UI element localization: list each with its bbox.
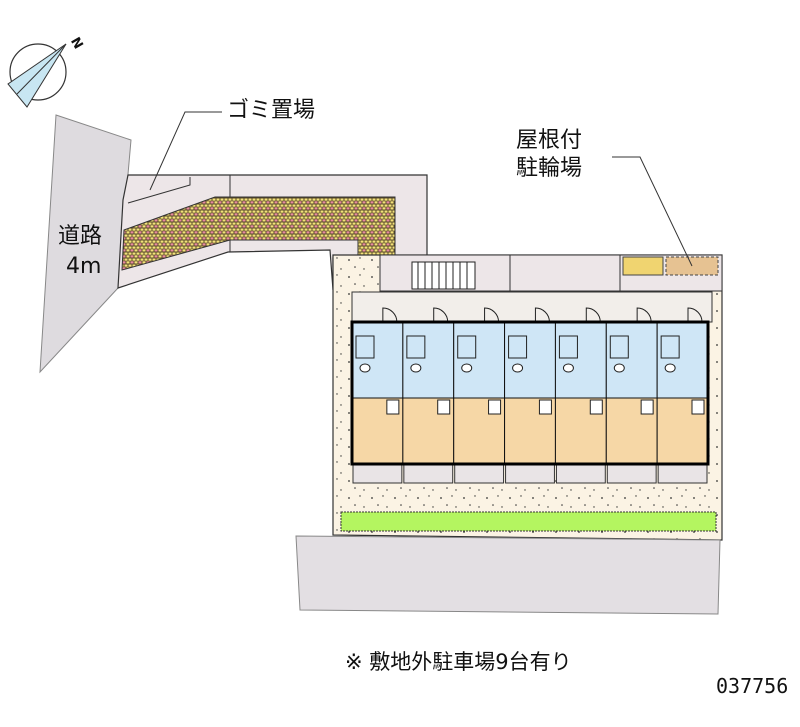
staircase <box>411 261 476 290</box>
unit-window-icon <box>640 399 654 415</box>
unit-door-icon <box>534 307 550 323</box>
unit-kitchen <box>660 335 680 359</box>
unit-toilet <box>410 363 422 373</box>
unit-window-icon <box>538 399 552 415</box>
lower-road <box>295 535 721 615</box>
unit-window-icon <box>691 399 705 415</box>
road-label-line2: 4m <box>66 254 102 279</box>
garbage-leader-line <box>149 111 222 191</box>
bike-parking-label-line2: 駐輪場 <box>516 156 583 181</box>
unit-window-icon <box>589 399 603 415</box>
road-label-line1: 道路 <box>58 224 103 249</box>
unit-window-icon <box>386 399 400 415</box>
unit-toilet <box>613 363 625 373</box>
north-label: N <box>67 35 85 52</box>
unit-kitchen <box>406 335 426 359</box>
building-outline <box>350 320 710 466</box>
unit-window-icon <box>488 399 502 415</box>
unit-wet-area <box>453 321 506 399</box>
unit-door-icon <box>687 307 703 323</box>
unit-wet-area <box>605 321 658 399</box>
unit-door-icon <box>585 307 601 323</box>
bike-leader-line <box>612 156 693 267</box>
unit-door-icon <box>484 307 500 323</box>
unit-wet-area <box>402 321 455 399</box>
unit-wet-area <box>504 321 556 399</box>
unit-balcony <box>657 464 708 484</box>
unit-kitchen <box>457 335 477 359</box>
unit-balcony <box>606 464 657 484</box>
unit-toilet <box>562 363 574 373</box>
apartment-units <box>350 307 710 484</box>
unit-balcony <box>403 464 454 484</box>
unit-wet-area <box>351 321 404 399</box>
unit-kitchen <box>508 335 528 359</box>
unit-balcony <box>352 464 403 484</box>
unit-kitchen <box>558 335 578 359</box>
hedge <box>340 511 717 532</box>
garbage-area-label: ゴミ置場 <box>227 98 316 123</box>
unit-door-icon <box>636 307 652 323</box>
unit-wet-area <box>554 321 607 399</box>
unit-door-icon <box>382 307 398 323</box>
unit-toilet <box>512 363 524 373</box>
unit-kitchen <box>609 335 629 359</box>
parking-note: ※ 敷地外駐車場9台有り <box>345 650 572 674</box>
unit-toilet <box>359 363 371 373</box>
unit-door-icon <box>433 307 449 323</box>
unit-toilet <box>461 363 473 373</box>
unit-wet-area <box>656 321 709 399</box>
bike-parking-a <box>622 256 664 276</box>
north-compass-icon: N <box>7 35 86 108</box>
unit-toilet <box>664 363 676 373</box>
unit-balcony <box>555 464 606 484</box>
bike-parking-label-line1: 屋根付 <box>516 128 583 153</box>
unit-balcony <box>454 464 505 484</box>
unit-kitchen <box>355 335 375 359</box>
property-code: 037756 <box>716 674 789 698</box>
unit-balcony <box>505 464 555 484</box>
corridor <box>351 291 713 323</box>
unit-window-icon <box>437 399 451 415</box>
